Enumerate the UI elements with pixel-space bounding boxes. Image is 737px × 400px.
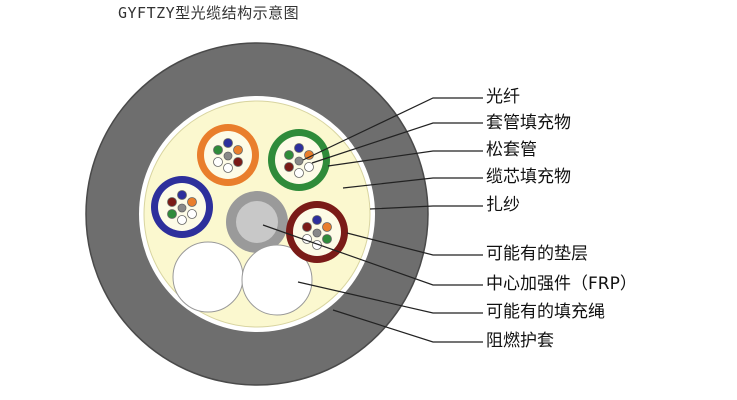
filler-rope-left xyxy=(172,241,244,313)
leader-tube-filler xyxy=(311,122,483,164)
filler-rope-right xyxy=(241,244,313,316)
leader-sheath xyxy=(332,309,483,343)
leader-loose-tube xyxy=(327,150,483,167)
frp-core xyxy=(236,201,278,243)
label-central-strength-member: 中心加强件（FRP） xyxy=(486,274,637,294)
leader-frp xyxy=(262,224,483,286)
leader-fiber xyxy=(302,97,483,161)
fibers-orange-tube xyxy=(213,138,243,173)
leader-lines xyxy=(262,97,483,343)
leader-core-filler xyxy=(342,177,483,189)
label-fiber: 光纤 xyxy=(486,87,520,107)
label-cushion-layer: 可能有的垫层 xyxy=(486,244,588,264)
label-loose-tube: 松套管 xyxy=(486,140,537,160)
fibers-brown-tube xyxy=(302,215,332,250)
fibers-blue-tube xyxy=(167,190,197,225)
leader-binder-yarn xyxy=(369,205,483,210)
label-filler-rope: 可能有的填充绳 xyxy=(486,302,605,322)
label-binder-yarn: 扎纱 xyxy=(486,195,520,215)
leader-cushion-layer xyxy=(346,232,483,256)
label-sheath: 阻燃护套 xyxy=(486,331,554,351)
diagram-title: GYFTZY型光缆结构示意图 xyxy=(118,4,300,22)
leader-filler-rope xyxy=(297,281,483,314)
fibers-green-tube xyxy=(284,143,314,178)
label-tube-filler: 套管填充物 xyxy=(486,113,571,133)
label-core-filler: 缆芯填充物 xyxy=(486,167,571,187)
